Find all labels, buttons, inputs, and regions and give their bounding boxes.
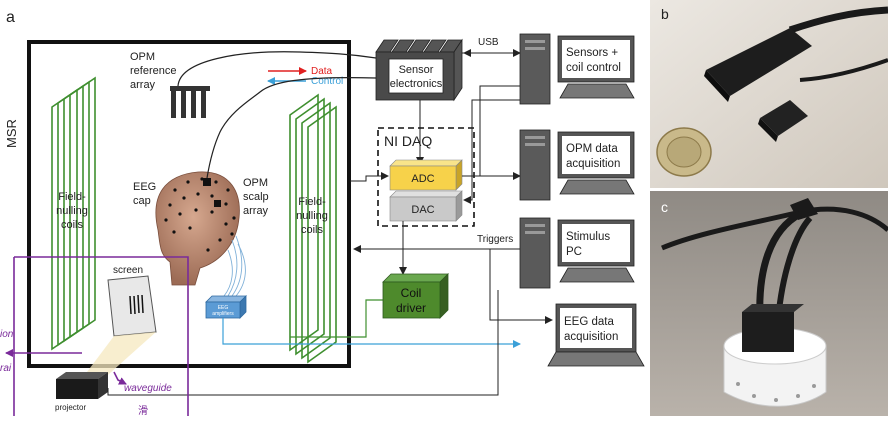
stimulus-label-line2: PC — [566, 246, 582, 258]
photo-panel-c: c — [650, 191, 888, 416]
eeg-cap-label: EEG cap — [133, 181, 156, 207]
photo-divider — [650, 188, 888, 191]
opm-sensor-side — [214, 200, 221, 207]
ni-daq-label: NI DAQ — [384, 133, 432, 149]
eeg-acq-label-line2: acquisition — [564, 331, 618, 343]
annotation-waveguide: waveguide — [124, 383, 172, 394]
projector-light-beam — [78, 332, 156, 384]
svg-text:EEG: EEG — [133, 181, 156, 193]
opm-scalp-label: OPM scalp array — [243, 177, 269, 217]
eeg-amplifiers-box: EEG amplifiers — [205, 295, 247, 319]
dac-box: DAC — [389, 190, 463, 222]
opm-data-acquisition-computer: OPM data acquisition — [519, 129, 635, 201]
svg-text:coils: coils — [301, 224, 324, 236]
sensor-electronics-box: Sensor electronics — [375, 38, 463, 102]
dac-label: DAC — [411, 204, 434, 216]
svg-text:array: array — [243, 205, 269, 217]
coil-driver-label-line2: driver — [396, 301, 426, 315]
sensors-label-line2: coil control — [566, 62, 621, 74]
projector-icon — [56, 372, 108, 399]
photo-panel-b: b — [650, 0, 888, 188]
annotation-rai: rai — [0, 363, 12, 374]
eeg-acq-label-line1: EEG data — [564, 316, 614, 328]
coil-driver-box: Coil driver — [382, 273, 449, 319]
data-control-legend: Data Control — [267, 66, 343, 87]
eeg-data-line — [222, 318, 521, 348]
annotation-ion: ion — [0, 329, 14, 340]
svg-text:nulling: nulling — [56, 205, 88, 217]
triggers-label: Triggers — [477, 234, 513, 245]
sensors-coil-control-computer: Sensors + coil control — [519, 33, 635, 105]
adc-box: ADC — [389, 159, 463, 191]
panel-letter-c: c — [661, 199, 668, 215]
sensors-pc-to-dac-line — [463, 99, 522, 204]
sensor-electronics-label-line1: Sensor — [399, 64, 434, 76]
panel-letter-a: a — [6, 9, 15, 26]
eeg-amplifiers-label-line1: EEG — [218, 305, 229, 311]
field-nulling-label-left: Field- nulling coils — [56, 191, 88, 231]
ni-daq-frame — [377, 127, 475, 227]
opm-acq-label-line1: OPM data — [566, 143, 618, 155]
opm-reference-label: OPM reference array — [130, 51, 176, 91]
annotation-glyph: 滑 — [138, 405, 148, 416]
sensor-electronics-label-line2: electronics — [390, 78, 443, 90]
msr-to-adc-line — [350, 172, 389, 182]
coil-driver-label-line1: Coil — [401, 286, 422, 300]
opm-sensor-top — [203, 178, 211, 186]
svg-text:OPM: OPM — [130, 51, 155, 63]
opm-acq-label-line2: acquisition — [566, 158, 620, 170]
usb-label: USB — [478, 37, 499, 48]
eeg-wires — [223, 235, 246, 297]
projector-label: projector — [55, 403, 86, 412]
msr-room-frame — [27, 40, 351, 368]
field-nulling-label-right: Field- nulling coils — [296, 196, 328, 236]
stimulus-to-projector-line — [107, 290, 499, 396]
panel-letter-b: b — [661, 6, 669, 22]
screen-illustration — [107, 275, 157, 337]
legend-control-label: Control — [311, 76, 343, 87]
svg-text:scalp: scalp — [243, 191, 269, 203]
opm-reference-array-icon — [170, 51, 377, 118]
svg-text:Field-: Field- — [58, 191, 86, 203]
svg-text:reference: reference — [130, 65, 176, 77]
svg-text:OPM: OPM — [243, 177, 268, 189]
stimulus-pc-computer: Stimulus PC — [519, 217, 635, 289]
stimulus-label-line1: Stimulus — [566, 231, 610, 243]
msr-label: MSR — [4, 119, 19, 148]
svg-text:Field-: Field- — [298, 196, 326, 208]
adc-label: ADC — [411, 173, 434, 185]
svg-text:cap: cap — [133, 195, 151, 207]
eeg-amplifiers-label-line2: amplifiers — [212, 311, 234, 317]
eeg-data-acquisition-laptop: EEG data acquisition — [547, 303, 645, 367]
field-nulling-coil-right — [289, 93, 337, 364]
sensors-label-line1: Sensors + — [566, 47, 618, 59]
triggers-to-eeg-line — [489, 249, 553, 324]
coil-driver-line — [290, 299, 383, 338]
svg-text:array: array — [130, 79, 156, 91]
screen-label: screen — [113, 265, 143, 276]
svg-text:coils: coils — [61, 219, 84, 231]
legend-data-label: Data — [311, 66, 333, 77]
svg-text:nulling: nulling — [296, 210, 328, 222]
purple-annotation — [5, 256, 189, 416]
